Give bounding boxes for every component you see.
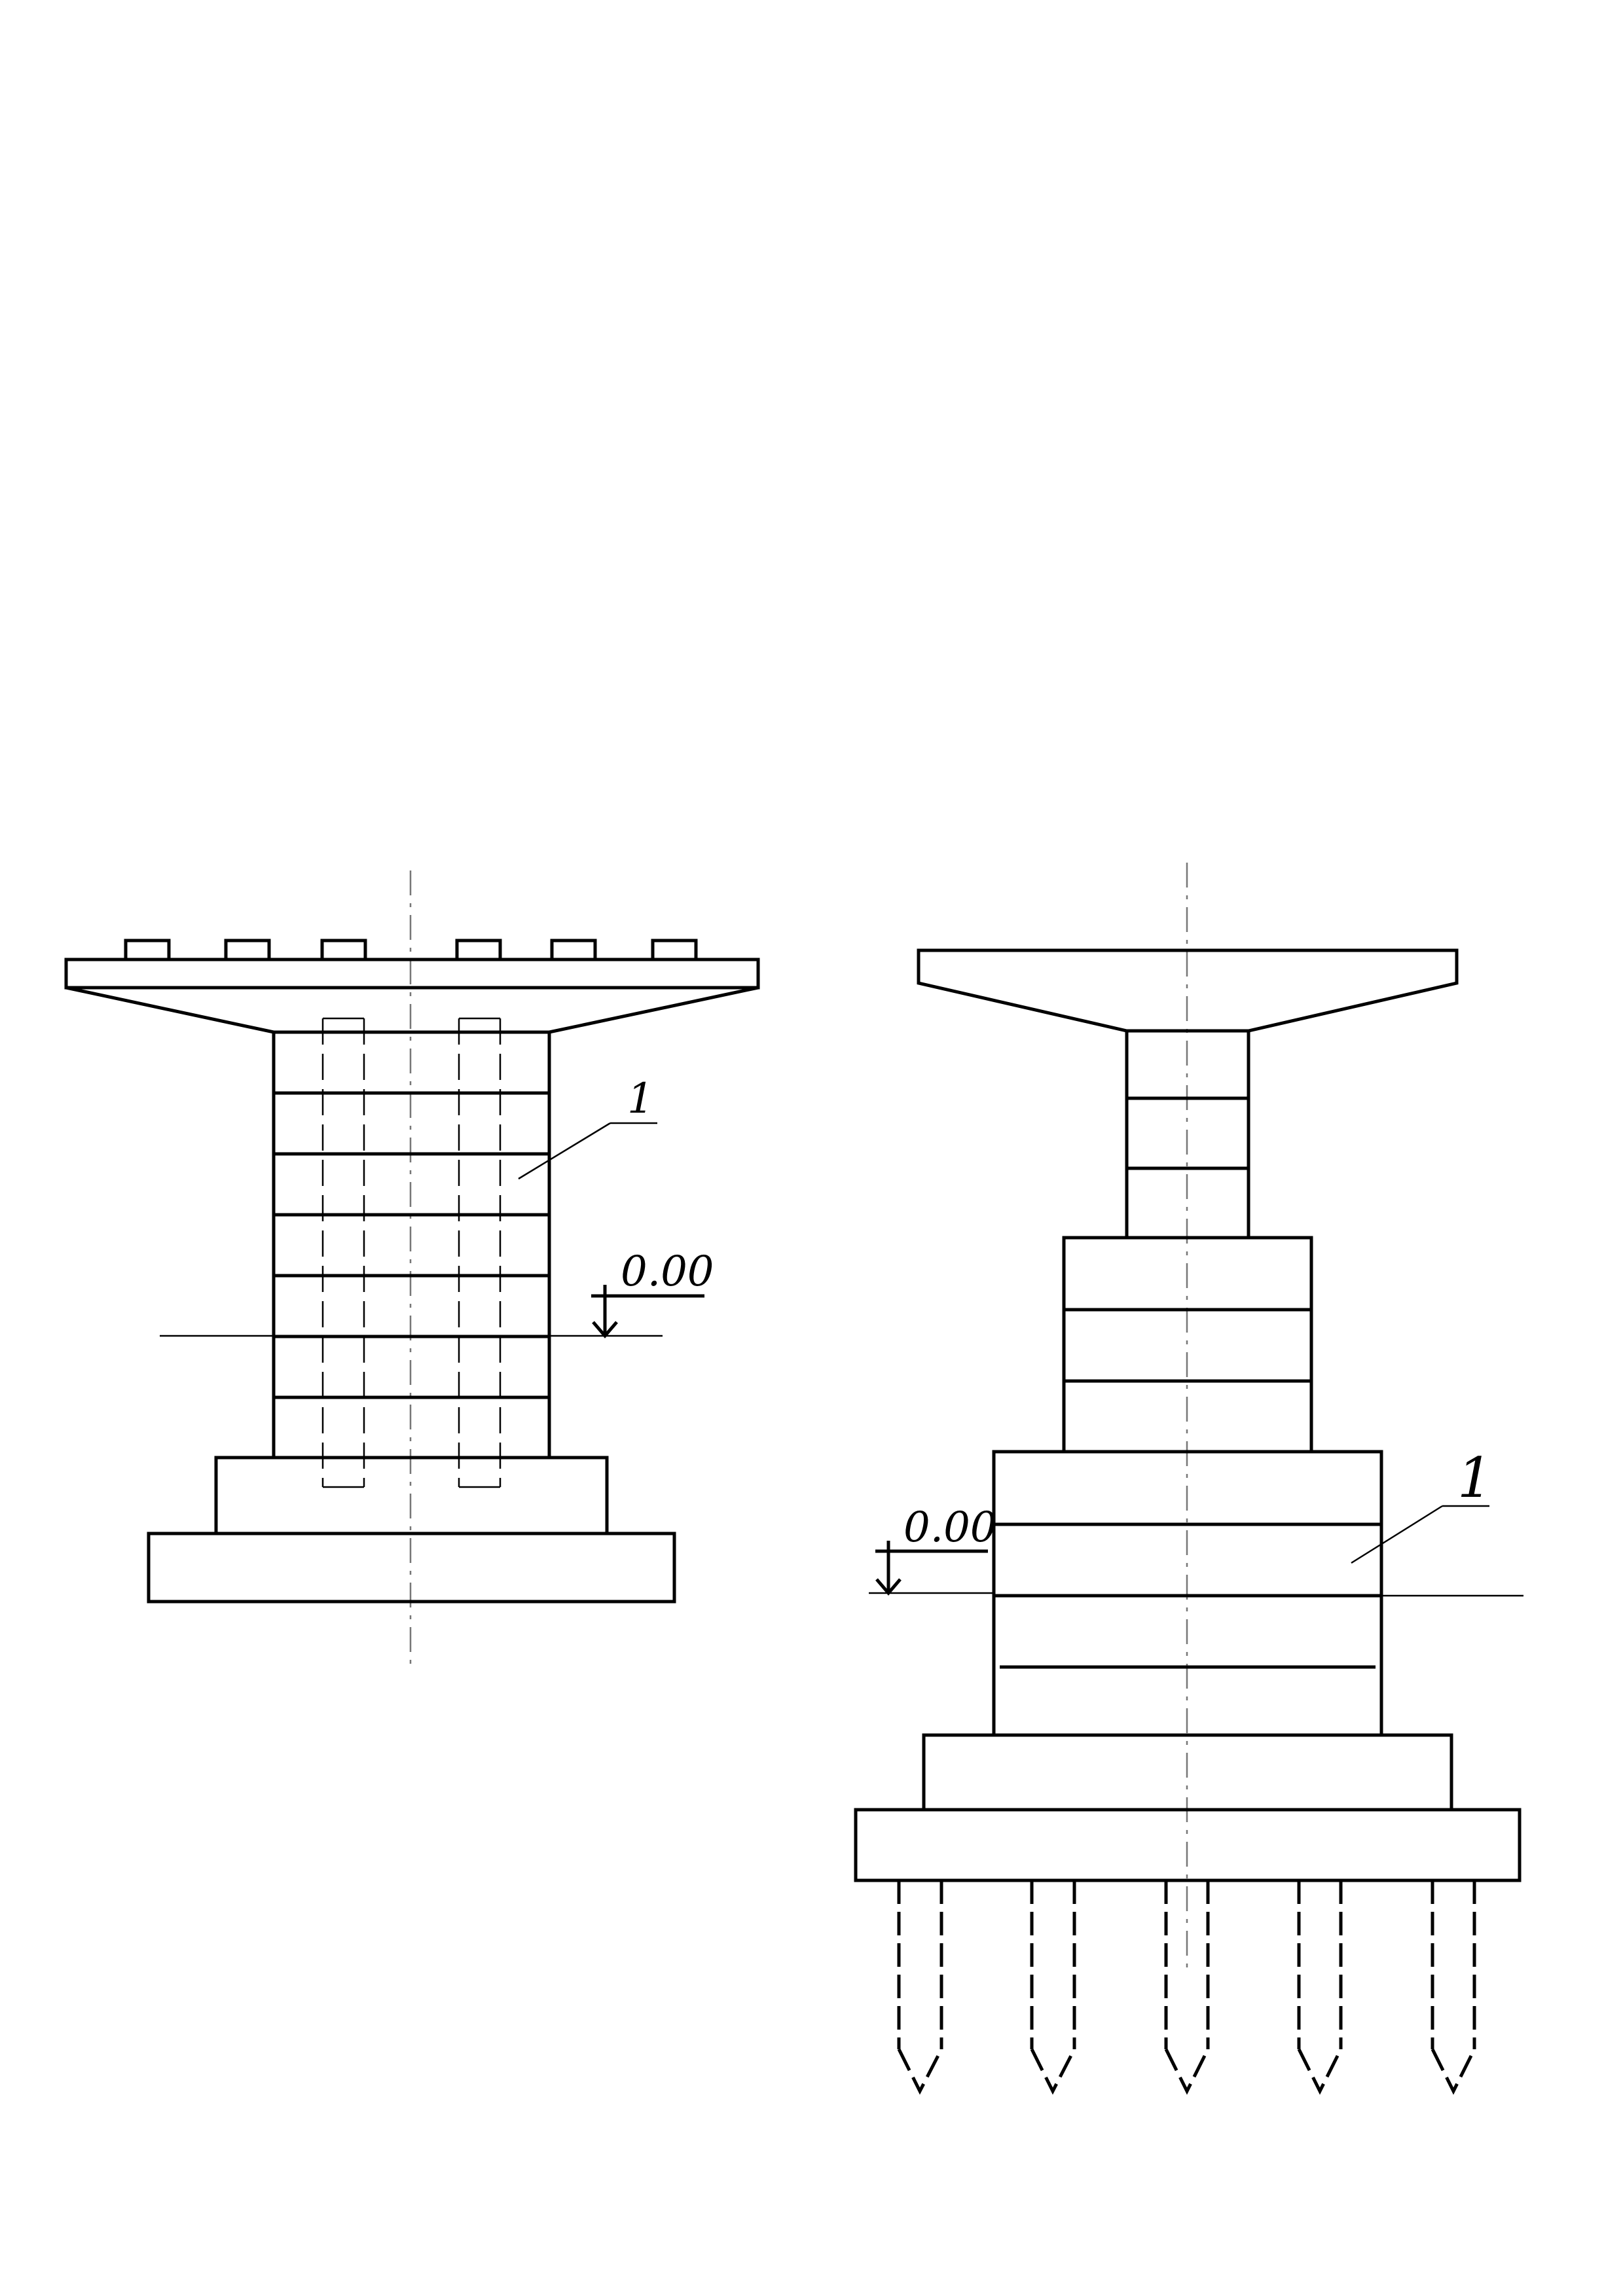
left-column-block-joints: [274, 1091, 549, 1399]
right-level-mark: 0.00: [875, 1503, 997, 1596]
left-cap-slab: [64, 958, 760, 990]
pile-tip: [897, 2048, 943, 2095]
left-leader: 1: [518, 1075, 657, 1180]
leader-line: [518, 1122, 611, 1180]
pile: [1164, 1880, 1210, 2095]
bearing-pad: [320, 939, 367, 961]
left-level-mark: 0.00: [591, 1247, 714, 1338]
pile-tip: [1431, 2048, 1476, 2095]
left-hidden-ducts: [321, 1017, 501, 1488]
pile: [897, 1880, 943, 2095]
bearing-pad: [550, 939, 597, 961]
left-pier: 0.00 1: [64, 870, 760, 1666]
left-footing-upper: [214, 1456, 609, 1535]
pile-tip: [1030, 2048, 1076, 2095]
leader-line: [1351, 1505, 1443, 1564]
right-footing-lower: [854, 1808, 1522, 1882]
right-piles: [897, 1880, 1476, 2095]
bearing-pad: [455, 939, 502, 961]
pile-tip: [1164, 2048, 1210, 2095]
bearing-pad: [651, 939, 698, 961]
pile-tip: [1297, 2048, 1343, 2095]
left-cap-haunch: [65, 986, 759, 1034]
bearing-pad: [124, 939, 171, 961]
right-leader-label: 1: [1457, 1446, 1492, 1510]
left-leader-label: 1: [627, 1075, 654, 1123]
pile: [1297, 1880, 1343, 2095]
left-level-label: 0.00: [621, 1247, 714, 1296]
left-column: [272, 1030, 551, 1460]
right-level-label: 0.00: [903, 1503, 997, 1552]
left-footing-lower: [147, 1532, 676, 1604]
level-arrow-head: [592, 1321, 618, 1338]
level-arrow-head: [875, 1578, 902, 1596]
pile: [1030, 1880, 1076, 2095]
bearing-pad: [224, 939, 271, 961]
right-pier: 0.00 1: [854, 863, 1523, 2095]
pile: [1431, 1880, 1476, 2095]
right-leader: 1: [1351, 1446, 1492, 1564]
